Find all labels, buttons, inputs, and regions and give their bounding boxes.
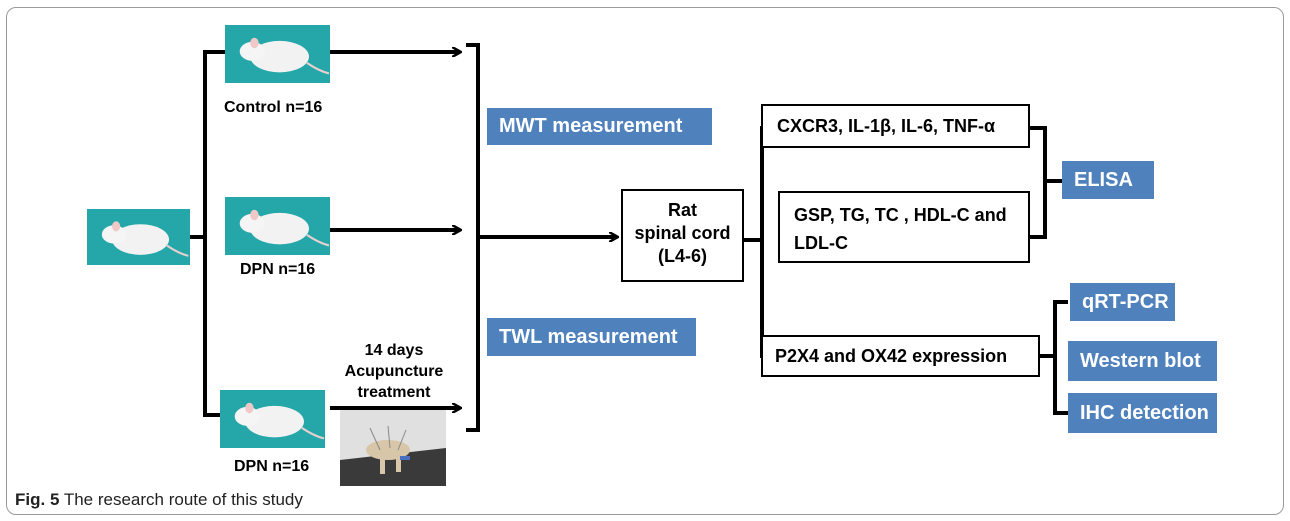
- group-bracket: [466, 43, 480, 432]
- lipids-line2: LDL-C: [794, 233, 848, 253]
- method-bracket: [1053, 300, 1068, 415]
- label-control-group: Control n=16: [224, 99, 323, 116]
- rat-image-control: [225, 25, 330, 83]
- qrtpcr-box: qRT-PCR: [1070, 283, 1175, 321]
- lipids-box: GSP, TG, TC , HDL-C and LDL-C: [778, 191, 1030, 263]
- figure-caption-text: The research route of this study: [63, 490, 303, 509]
- elisa-bracket: [1030, 126, 1047, 239]
- spinal-cord-line3: (L4-6): [658, 246, 707, 266]
- lipids-line1: GSP, TG, TC , HDL-C and: [794, 205, 1007, 225]
- cytokines-box: CXCR3, IL-1β, IL-6, TNF-α: [761, 104, 1030, 148]
- treatment-word: treatment: [357, 384, 431, 401]
- figure-caption: Fig. 5 The research route of this study: [15, 490, 303, 510]
- acupuncture-photo: [340, 410, 446, 486]
- mwt-measurement-box: MWT measurement: [487, 108, 712, 145]
- figure-frame: [6, 7, 1284, 515]
- spinal-cord-box: Rat spinal cord (L4-6): [621, 189, 744, 282]
- marker-bracket: [760, 126, 778, 358]
- spinal-cord-line2: spinal cord: [634, 223, 731, 243]
- figure-number: Fig. 5: [15, 490, 60, 509]
- treatment-duration: 14 days: [364, 342, 424, 359]
- label-dpn-group: DPN n=16: [240, 261, 316, 278]
- treatment-type: Acupuncture: [344, 363, 444, 380]
- rat-image-dpn: [225, 197, 330, 255]
- rat-image-dpn-acupuncture: [220, 390, 325, 448]
- treatment-label: 14 days Acupuncture treatment: [340, 340, 448, 403]
- rat-image-source: [87, 209, 190, 265]
- left-bracket: [203, 50, 226, 417]
- twl-measurement-box: TWL measurement: [487, 318, 696, 356]
- expression-box: P2X4 and OX42 expression: [761, 335, 1040, 377]
- spinal-cord-line1: Rat: [667, 200, 697, 220]
- label-dpn-acupuncture-group: DPN n=16: [234, 458, 310, 475]
- ihc-detection-box: IHC detection: [1068, 393, 1217, 433]
- elisa-box: ELISA: [1062, 161, 1154, 199]
- western-blot-box: Western blot: [1068, 341, 1217, 381]
